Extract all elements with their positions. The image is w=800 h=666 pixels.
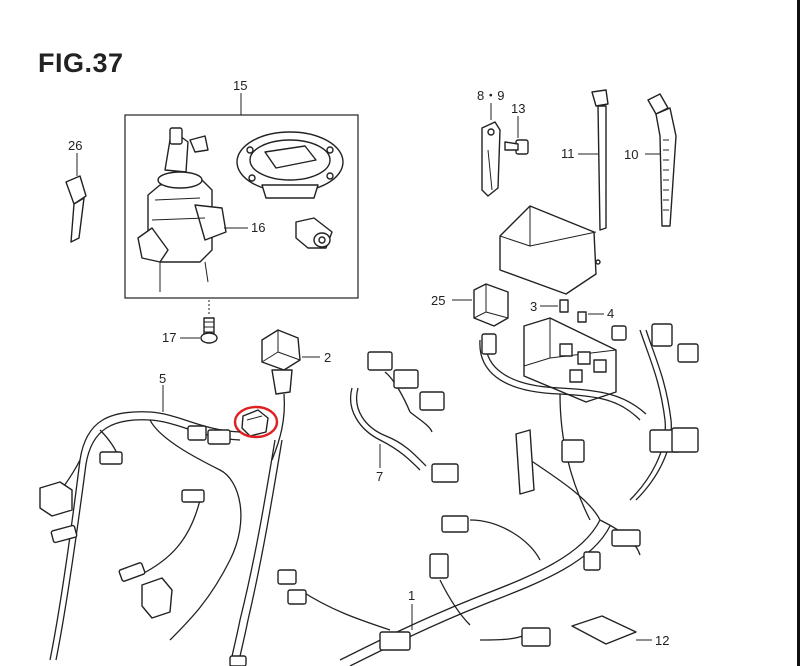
callout-13: 13 [511,101,525,116]
callout-26: 26 [68,138,82,153]
cable-tie-10[interactable] [645,93,677,227]
harness-5[interactable] [39,385,283,666]
callout-1: 1 [408,588,415,603]
harness-1[interactable] [229,323,699,666]
callout-4: 4 [607,306,614,321]
callout-7: 7 [376,469,383,484]
callout-3: 3 [530,299,537,314]
fuse-box[interactable] [523,317,617,403]
highlighted-connector[interactable] [233,405,279,439]
relay-25[interactable] [452,283,509,327]
screw-17[interactable] [180,300,218,344]
figure-title: FIG.37 [38,48,124,78]
callout-15: 15 [233,78,247,93]
key[interactable] [65,153,87,243]
callout-5: 5 [159,371,166,386]
harness-7[interactable] [350,351,459,483]
highlight-circle [233,405,279,439]
cable-tie-11[interactable] [578,89,609,231]
callout-12: 12 [655,633,669,648]
fuse-box-cover[interactable] [499,205,601,295]
callout-25: 25 [431,293,445,308]
callout-10: 10 [624,147,638,162]
seat-lock[interactable] [295,217,333,249]
page-right-border [797,0,800,666]
bracket-8-9[interactable] [481,103,501,197]
bolt-13[interactable] [504,116,529,155]
callout-11: 11 [561,146,575,161]
fuse-3[interactable] [540,299,569,313]
callout-2: 2 [324,350,331,365]
fuse-4[interactable] [577,311,604,323]
label-sheet-12[interactable] [571,615,652,645]
callout-8-9: 8・9 [477,88,504,103]
connector-2[interactable] [261,329,320,461]
callout-17: 17 [162,330,176,345]
callout-16: 16 [251,220,265,235]
fuel-cap-lock[interactable] [236,131,344,199]
ignition-switch[interactable] [137,127,248,292]
